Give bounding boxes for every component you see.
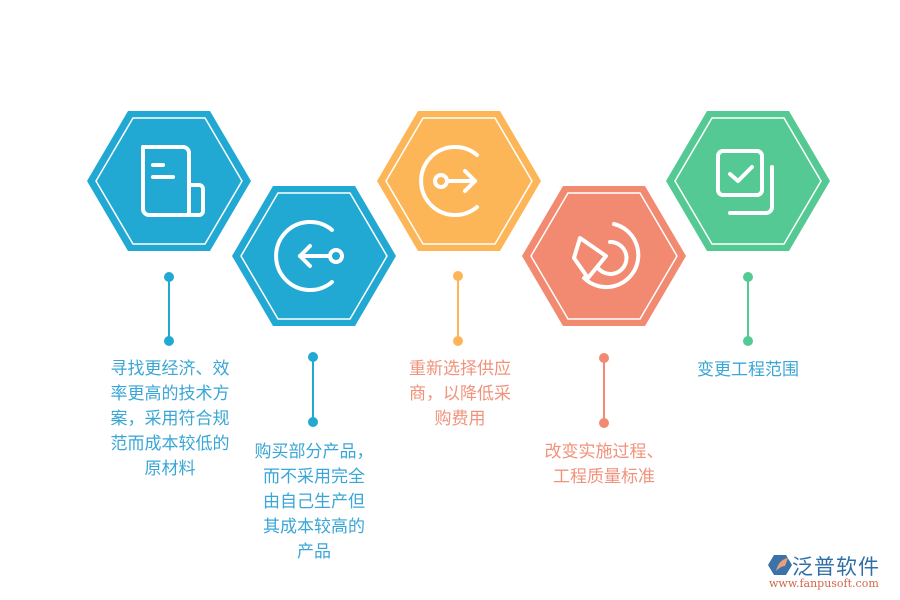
hexagon-step-2 <box>232 186 396 326</box>
connector-line <box>168 277 170 341</box>
fanpu-logo-icon <box>768 555 792 575</box>
connector-dot <box>599 418 609 428</box>
hexagon-step-1 <box>87 111 251 251</box>
step-3-label: 重新选择供应 商，以降低采 购费用 <box>409 359 511 429</box>
connector-step-1 <box>164 272 174 347</box>
exit-right-arrow-icon <box>419 145 479 217</box>
connector-line <box>457 276 459 341</box>
checkbox-stack-icon <box>716 149 774 215</box>
step-1-label: 寻找更经济、效 率更高的技术方 案，采用符合规 范而成本较低的 原材料 <box>110 359 230 479</box>
connector-dot <box>743 336 753 346</box>
pie-chart-icon <box>572 222 641 290</box>
connector-dot <box>308 417 318 427</box>
logo-url: www.fanpusoft.com <box>769 577 879 590</box>
connector-step-3 <box>453 271 463 347</box>
document-icon <box>141 145 205 217</box>
connector-dot <box>164 336 174 346</box>
connector-dot <box>453 336 463 346</box>
connector-step-2 <box>308 352 318 428</box>
exit-left-arrow-icon <box>274 220 344 292</box>
logo-name: 泛普软件 <box>792 555 880 579</box>
connector-line <box>603 358 605 423</box>
connector-step-4 <box>599 353 609 429</box>
hexagon-step-3 <box>377 111 541 251</box>
connector-line <box>747 277 749 341</box>
step-5-label: 变更工程范围 <box>697 360 799 380</box>
step-4-label: 改变实施过程、 工程质量标准 <box>544 442 664 487</box>
connector-line <box>312 357 314 422</box>
connector-step-5 <box>743 272 753 347</box>
step-2-label: 购买部分产品， 而不采用完全 由自己生产但 其成本较高的 产品 <box>254 442 374 562</box>
fanpu-logo: 泛普软件 www.fanpusoft.com <box>766 553 896 593</box>
hexagon-step-5 <box>666 111 830 251</box>
hexagon-step-4 <box>522 186 686 326</box>
